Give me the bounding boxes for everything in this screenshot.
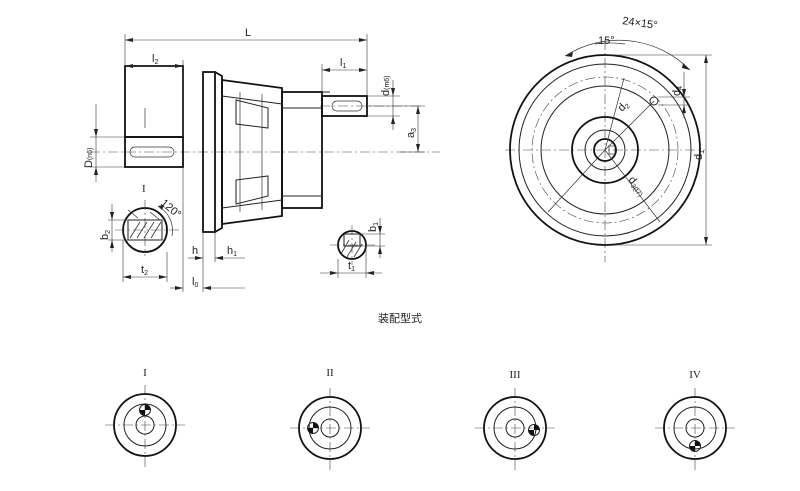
section-key-d-small <box>320 218 385 278</box>
side-view <box>90 34 440 292</box>
label-b1: b1 <box>367 222 380 232</box>
label-d-m6: d(m6) <box>380 75 392 96</box>
mounting-type-3: III <box>475 369 555 470</box>
label-l2: l2 <box>152 53 158 66</box>
mounting-type-2: II <box>290 367 370 470</box>
label-t2: t2 <box>141 264 148 277</box>
mounting-type-1: I <box>105 367 185 468</box>
label-d3-f7: d3(f7) <box>625 174 648 198</box>
mounting-type-4: IV <box>655 369 735 470</box>
label-l0: l0 <box>192 276 198 289</box>
label-section-I: I <box>142 183 146 195</box>
label-t1: t1 <box>348 260 355 273</box>
svg-text:I: I <box>143 367 147 379</box>
label-b2: b2 <box>99 230 112 240</box>
label-angle-120: 120° <box>158 197 183 221</box>
label-l1: l1 <box>340 57 346 70</box>
mounting-caption: 装配型式 <box>378 311 422 325</box>
label-d4: d4 <box>671 86 684 96</box>
label-h1: h1 <box>227 245 237 258</box>
svg-text:II: II <box>326 367 334 379</box>
mounting-types: I II III <box>105 367 735 470</box>
svg-text:III: III <box>510 369 521 381</box>
label-d1: d1 <box>693 150 706 160</box>
svg-text:IV: IV <box>689 369 701 381</box>
label-h: h <box>192 245 198 257</box>
label-bolt-pattern: 24×15° <box>622 15 659 32</box>
label-L: L <box>245 27 251 39</box>
label-D-n6: D(n6) <box>83 148 95 168</box>
section-key-d <box>108 200 180 282</box>
end-view <box>505 39 712 262</box>
label-a3: a3 <box>405 128 418 138</box>
label-angle-15: 15° <box>598 35 615 47</box>
